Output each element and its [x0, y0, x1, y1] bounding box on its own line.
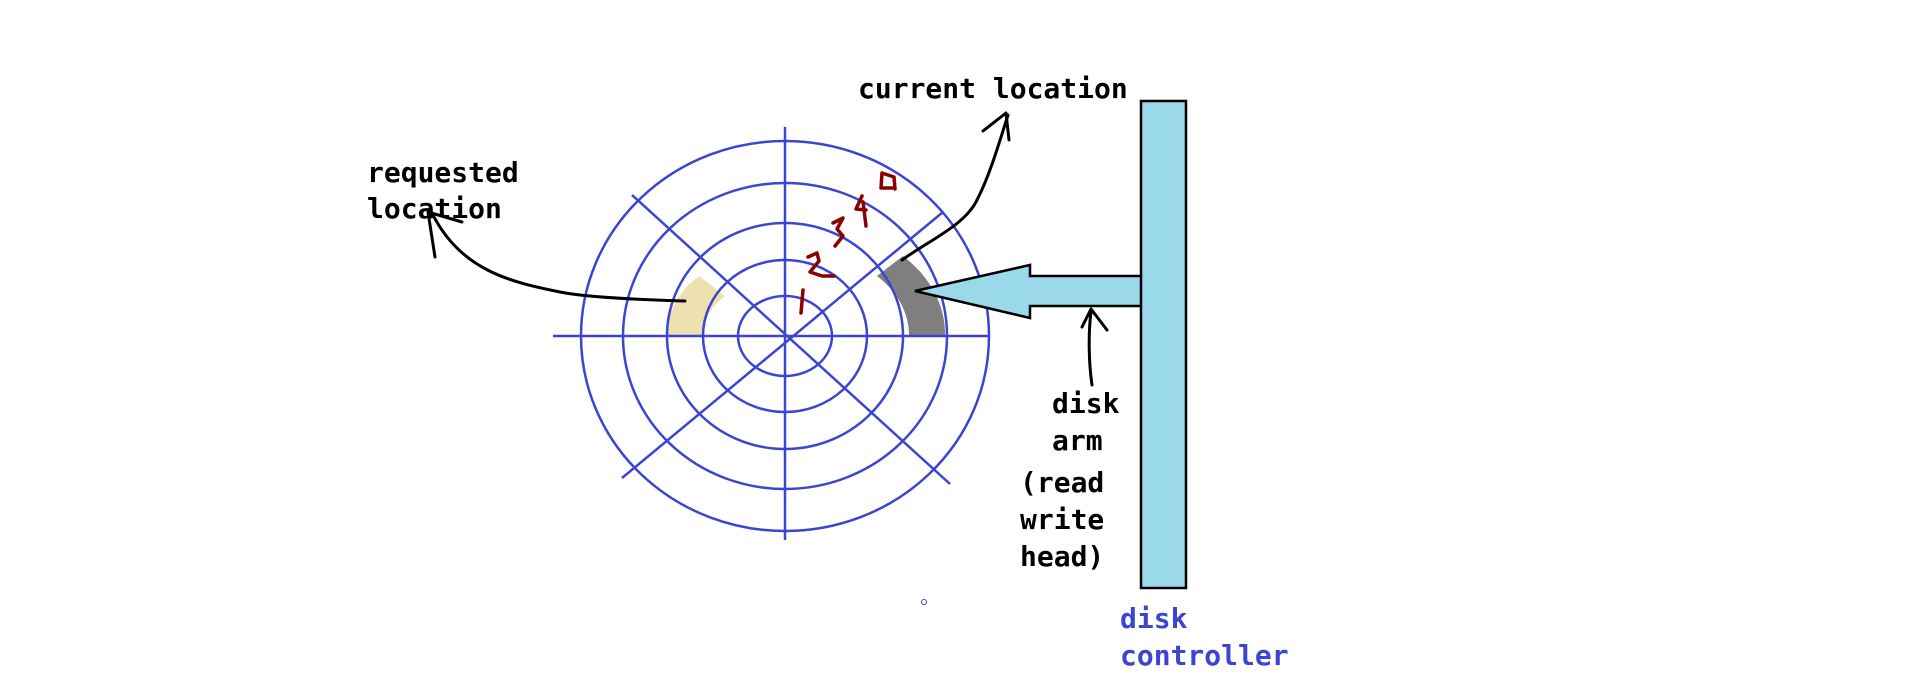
- requested-location-arrow: [430, 211, 687, 303]
- annotation-arrows: [426, 111, 1109, 387]
- track-number-4: [854, 194, 868, 228]
- sector-line-diagonal-2: [621, 211, 944, 479]
- disk-arm-label-line-4: write: [1020, 503, 1105, 536]
- disk-arm-label-line-5: head): [1020, 540, 1105, 573]
- current-location-sector: [877, 256, 946, 336]
- requested-location-label-line-2: location: [367, 192, 502, 225]
- track-number-5: [879, 171, 897, 191]
- disk-controller: [1139, 99, 1188, 590]
- current-location-arrow: [900, 113, 1010, 262]
- disk-arm-label-line-3: (read: [1020, 466, 1105, 499]
- requested-location-sector: [666, 276, 725, 336]
- disk-arm-arrow-head: [1080, 307, 1109, 332]
- requested-location-label-line-1: requested: [367, 156, 519, 189]
- disk-arm: [914, 263, 1144, 320]
- track-number-3: [831, 216, 845, 248]
- disk-arm-label-line-2: arm: [1052, 424, 1103, 457]
- track-number-1: [799, 288, 805, 315]
- track-number-2: [806, 251, 836, 278]
- disk-controller-label-line-2: controller: [1120, 639, 1289, 672]
- stray-dot: [921, 599, 927, 605]
- current-location-label: current location: [858, 72, 1128, 105]
- disk-arm-label-line-1: disk: [1052, 387, 1120, 420]
- current-location-arrow-head: [981, 111, 1011, 142]
- disk-platter: [553, 127, 991, 540]
- disk-arm-arrow: [1087, 310, 1094, 387]
- disk-controller-label-line-1: disk: [1120, 602, 1188, 635]
- requested-location-arrow-head: [426, 210, 464, 259]
- track-numbers: [799, 171, 897, 315]
